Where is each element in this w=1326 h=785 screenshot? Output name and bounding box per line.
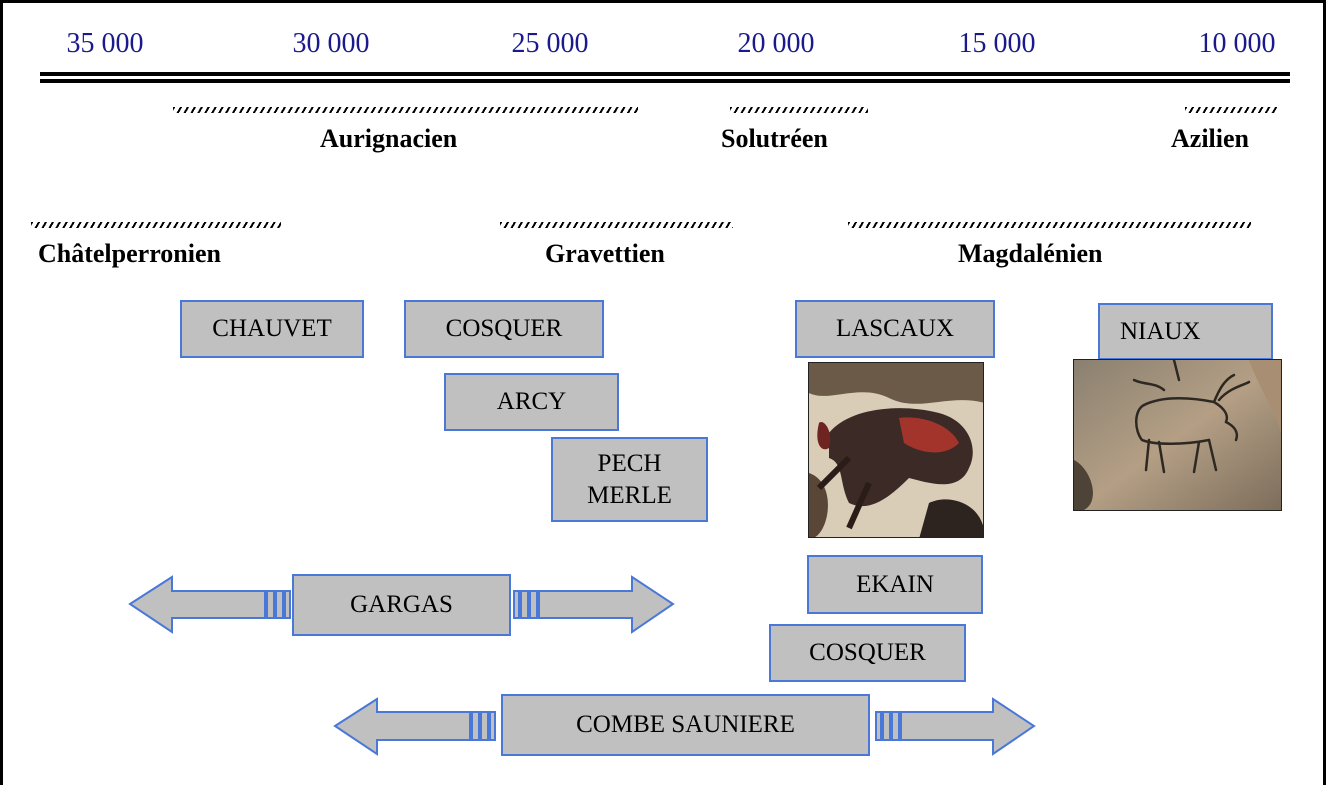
period-aurignacien: Aurignacien <box>320 124 458 153</box>
magdalenien-range <box>848 222 1251 228</box>
gargas-right-bar <box>520 590 529 619</box>
period-azilien: Azilien <box>1171 124 1249 153</box>
site-niaux: NIAUX <box>1098 303 1273 360</box>
timeline-axis-bottom <box>40 79 1290 83</box>
site-combe-sauniere: COMBE SAUNIERE <box>501 694 870 756</box>
combe-left-bar <box>489 711 496 741</box>
period-solutreen: Solutréen <box>721 124 828 153</box>
combe-left-bar <box>480 711 489 741</box>
site-cosquer-magdalenien: COSQUER <box>769 624 966 682</box>
gargas-right-bar <box>513 590 520 619</box>
aurignacien-range <box>173 107 638 113</box>
combe-right-bar <box>882 711 891 741</box>
combe-left-bar <box>471 711 480 741</box>
gargas-left-bar <box>275 590 284 619</box>
timeline-axis-top <box>40 72 1290 76</box>
year-20000: 20 000 <box>737 28 815 59</box>
chatelperronien-range <box>31 222 281 228</box>
gargas-left-bar <box>266 590 275 619</box>
site-cosquer-gravettien: COSQUER <box>404 300 604 358</box>
period-magdalenien: Magdalénien <box>958 239 1103 268</box>
site-gargas: GARGAS <box>292 574 511 636</box>
azilien-range <box>1185 107 1278 113</box>
combe-right-bar <box>875 711 882 741</box>
year-10000: 10 000 <box>1198 28 1276 59</box>
gargas-left-arrow <box>128 575 266 634</box>
combe-left-arrow <box>333 697 471 756</box>
combe-right-arrow <box>900 697 1036 756</box>
year-15000: 15 000 <box>958 28 1036 59</box>
site-arcy: ARCY <box>444 373 619 431</box>
gargas-left-bar <box>284 590 291 619</box>
gravettien-range <box>500 222 733 228</box>
period-chatelperronien: Châtelperronien <box>38 239 221 268</box>
gargas-right-arrow <box>538 575 675 634</box>
niaux-painting-image <box>1073 359 1282 511</box>
year-35000: 35 000 <box>66 28 144 59</box>
site-pech-merle: PECH MERLE <box>551 437 708 522</box>
site-lascaux: LASCAUX <box>795 300 995 358</box>
solutreen-range <box>730 107 868 113</box>
year-30000: 30 000 <box>292 28 370 59</box>
site-ekain: EKAIN <box>807 555 983 614</box>
year-25000: 25 000 <box>511 28 589 59</box>
combe-right-bar <box>891 711 900 741</box>
site-chauvet: CHAUVET <box>180 300 364 358</box>
period-gravettien: Gravettien <box>545 239 665 268</box>
gargas-right-bar <box>529 590 538 619</box>
lascaux-painting-image <box>808 362 984 538</box>
